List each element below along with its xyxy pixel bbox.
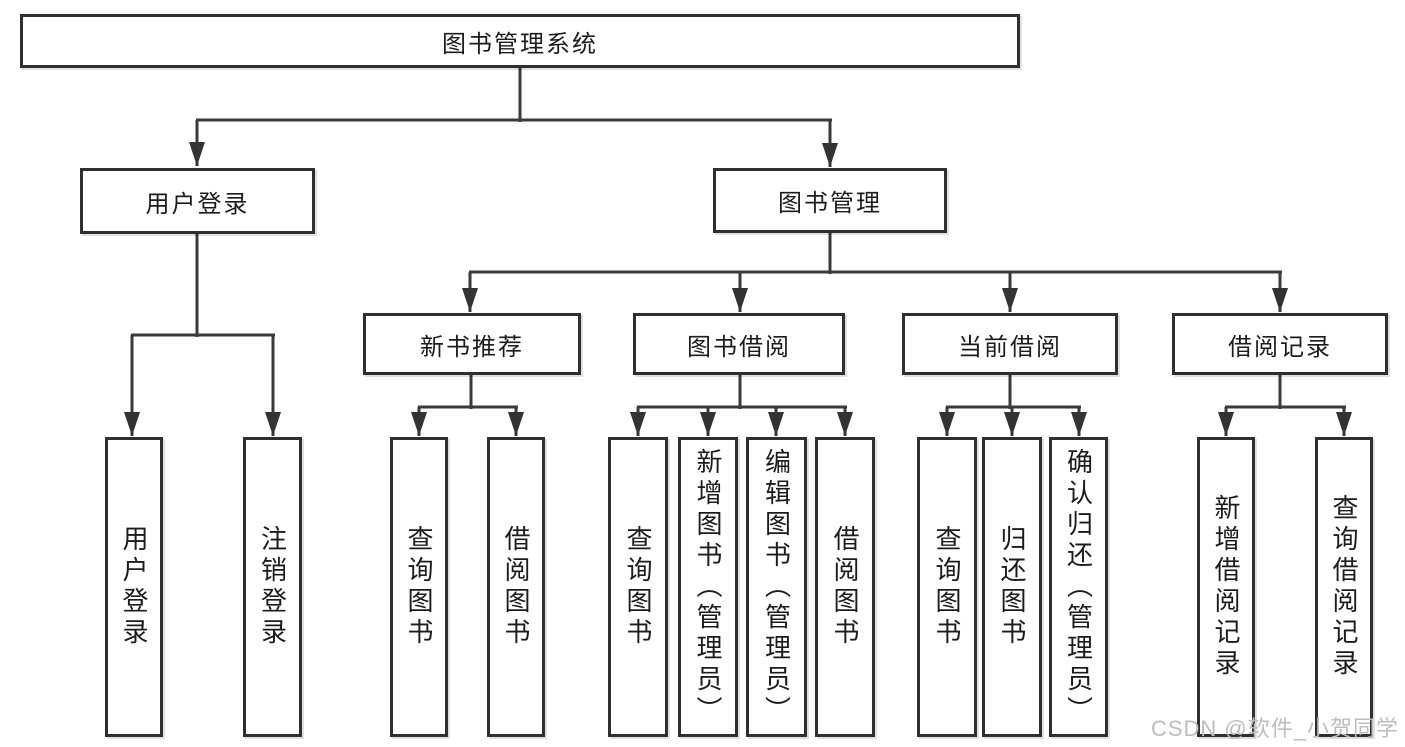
leaf-borrow-books-recommend: 借阅图书 bbox=[487, 437, 545, 737]
csdn-watermark: CSDN @软件_小贺同学 bbox=[1150, 716, 1399, 741]
leaf-query-borrow-record: 查询借阅记录 bbox=[1315, 437, 1373, 737]
leaf-add-borrow-record: 新增借阅记录 bbox=[1197, 437, 1255, 737]
node-book-borrowing: 图书借阅 bbox=[633, 313, 845, 375]
leaf-add-books-admin: 新增图书（管理员） bbox=[678, 437, 738, 737]
leaf-confirm-return-admin: 确认归还（管理员） bbox=[1049, 437, 1108, 737]
node-user-login: 用户登录 bbox=[80, 168, 315, 234]
node-current-borrowing: 当前借阅 bbox=[902, 313, 1118, 375]
leaf-query-books-recommend: 查询图书 bbox=[390, 437, 448, 737]
node-new-book-recommendation: 新书推荐 bbox=[363, 313, 581, 375]
node-borrowing-records: 借阅记录 bbox=[1172, 313, 1388, 375]
node-library-system: 图书管理系统 bbox=[20, 14, 1020, 68]
leaf-logout: 注销登录 bbox=[243, 437, 302, 737]
leaf-query-books-borrow: 查询图书 bbox=[608, 437, 668, 737]
leaf-edit-books-admin: 编辑图书（管理员） bbox=[746, 437, 807, 737]
leaf-return-books: 归还图书 bbox=[982, 437, 1042, 737]
leaf-query-books-current: 查询图书 bbox=[917, 437, 977, 737]
node-book-management: 图书管理 bbox=[713, 168, 947, 233]
leaf-user-login: 用户登录 bbox=[105, 437, 163, 737]
leaf-borrow-books: 借阅图书 bbox=[815, 437, 875, 737]
